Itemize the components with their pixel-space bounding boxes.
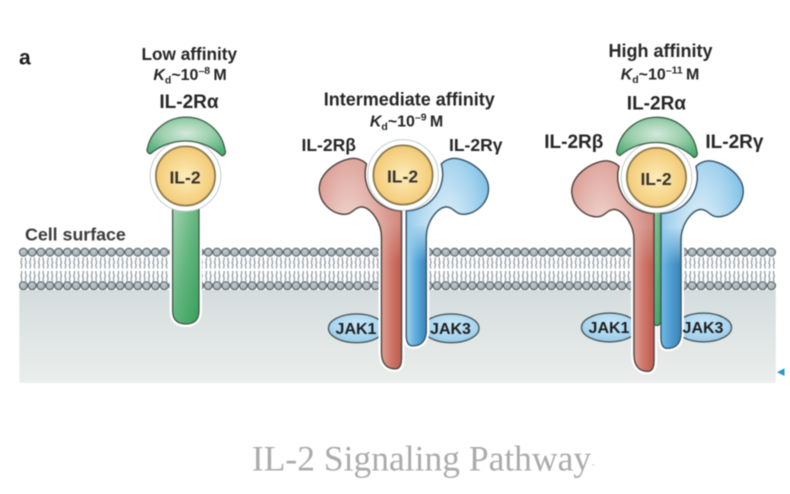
svg-text:IL-2Rγ: IL-2Rγ: [449, 135, 503, 155]
svg-text:IL-2: IL-2: [169, 168, 200, 188]
svg-text:Low affinity: Low affinity: [142, 44, 238, 64]
svg-text:Kd~10–9 M: Kd~10–9 M: [370, 112, 443, 134]
svg-text:Kd~10–11 M: Kd~10–11 M: [621, 65, 700, 87]
svg-text:Kd~10–8 M: Kd~10–8 M: [153, 65, 226, 87]
svg-text:IL-2Rβ: IL-2Rβ: [544, 132, 603, 153]
svg-text:High affinity: High affinity: [609, 41, 713, 61]
svg-text:a: a: [19, 47, 31, 70]
svg-text:Cell surface: Cell surface: [25, 225, 126, 245]
svg-text:IL-2Rβ: IL-2Rβ: [301, 135, 356, 155]
svg-text:JAK3: JAK3: [430, 321, 471, 338]
svg-text:IL-2: IL-2: [640, 169, 671, 189]
svg-text:IL-2Rα: IL-2Rα: [159, 92, 219, 113]
svg-text:IL-2: IL-2: [387, 167, 418, 187]
svg-text:JAK1: JAK1: [336, 321, 377, 338]
svg-text:IL-2Rγ: IL-2Rγ: [705, 132, 764, 153]
svg-text:JAK1: JAK1: [589, 320, 630, 337]
svg-text:Intermediate affinity: Intermediate affinity: [324, 90, 495, 110]
svg-text:IL-2Rα: IL-2Rα: [627, 94, 687, 115]
svg-text:IL-2 Signaling Pathway·: IL-2 Signaling Pathway·: [252, 439, 595, 479]
svg-text:JAK3: JAK3: [683, 320, 724, 337]
